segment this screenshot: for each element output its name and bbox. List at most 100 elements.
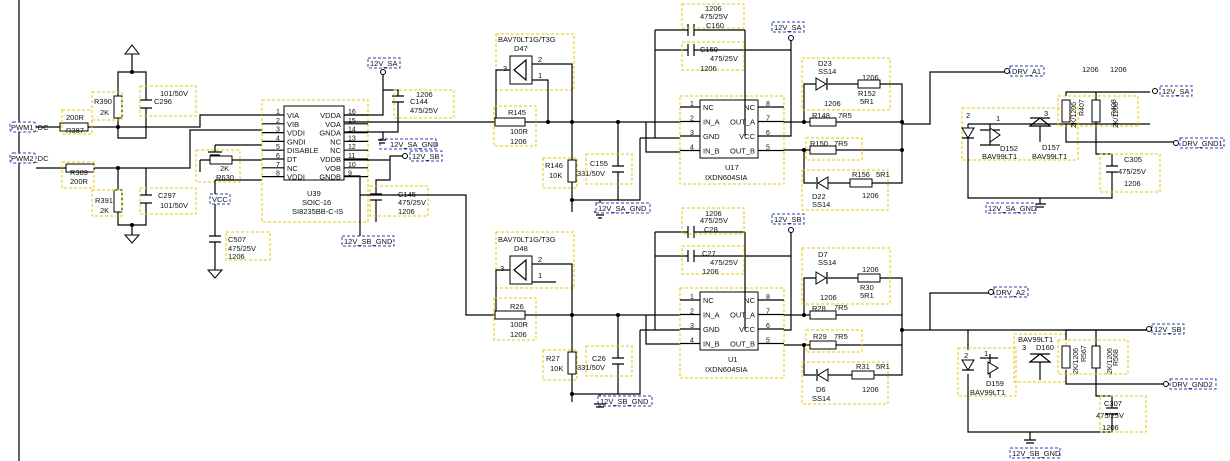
pin-name: VIA (287, 111, 299, 120)
resistor-r148 (809, 117, 837, 127)
svg-text:475/25V: 475/25V (710, 258, 738, 267)
resistor-r567 (1061, 345, 1071, 369)
pin-number: 10 (348, 162, 356, 169)
svg-text:D160: D160 (1036, 343, 1054, 352)
svg-text:R407: R407 (1079, 99, 1086, 116)
svg-text:5R1: 5R1 (876, 362, 890, 371)
svg-text:R630: R630 (216, 173, 234, 182)
svg-text:475/25V: 475/25V (1096, 411, 1124, 420)
svg-text:1: 1 (984, 349, 988, 358)
input-network-pwm2: PWM2_DC R389 200R R391 2K C297 101/50V (9, 129, 278, 244)
net-label-drv-gnd2: DRV_GND2 (1172, 380, 1213, 389)
svg-text:1: 1 (538, 71, 542, 80)
pin-name: GNDA (319, 129, 341, 138)
svg-text:BAV99LT1: BAV99LT1 (1032, 152, 1067, 161)
pin-name: GNDB (319, 173, 341, 182)
pin-name: IN_B (703, 340, 720, 349)
pin-number: 7 (766, 116, 770, 123)
pin-number: 3 (690, 130, 694, 137)
svg-text:D23: D23 (818, 59, 832, 68)
resistor-r630 (209, 155, 233, 165)
capacitor-c297 (140, 194, 152, 204)
svg-text:2: 2 (966, 111, 970, 120)
capacitor-c144 (344, 74, 404, 140)
svg-text:1206: 1206 (398, 207, 415, 216)
resistor-r391 (113, 189, 123, 213)
input-network-pwm1: PWM1_DC 200R R387 R390 2K 101/50V C296 (9, 44, 278, 139)
pin-name: IN_B (703, 147, 720, 156)
disable-network: 2K R630 (195, 144, 278, 183)
svg-text:7R5: 7R5 (838, 111, 852, 120)
svg-text:7R5: 7R5 (834, 303, 848, 312)
pin-name: GND (703, 132, 720, 141)
capacitor-c507 (209, 179, 278, 270)
svg-text:1: 1 (538, 271, 542, 280)
resistor-r145 (494, 117, 526, 127)
svg-text:R408: R408 (1111, 99, 1118, 116)
svg-text:BAV70LT1G/T3G: BAV70LT1G/T3G (498, 35, 556, 44)
svg-text:R148: R148 (812, 111, 830, 120)
pin-number: 14 (348, 127, 356, 134)
svg-text:1206: 1206 (228, 252, 245, 261)
channel-a: BAV70LT1G/T3G D47 3 2 1 R145 100R 1206 R… (493, 3, 1150, 219)
svg-text:1206: 1206 (416, 90, 433, 99)
net-label-12v-sa-right: 12V_SA (1162, 87, 1190, 96)
svg-text:D48: D48 (514, 244, 528, 253)
pin-name: NC (330, 146, 341, 155)
svg-text:2K: 2K (220, 164, 229, 173)
svg-text:SS14: SS14 (818, 258, 836, 267)
pin-number: 3 (276, 127, 280, 134)
power-arrow-up-1 (123, 44, 141, 55)
u39-supply-a: 12V_SA 1206 C144 475/25V 12V_SA_GND (344, 57, 455, 150)
svg-text:2: 2 (964, 351, 968, 360)
net-label-pwm2: PWM2_DC (11, 154, 49, 163)
ground-symbol-u1 (594, 403, 606, 408)
svg-text:1206: 1206 (510, 137, 527, 146)
svg-text:1206: 1206 (702, 267, 719, 276)
svg-text:R568: R568 (1113, 349, 1120, 366)
svg-text:7R5: 7R5 (834, 332, 848, 341)
net-label-drv-a1: DRV_A1 (1012, 67, 1041, 76)
svg-text:R28: R28 (812, 304, 826, 313)
svg-text:SS14: SS14 (818, 67, 836, 76)
svg-text:R389: R389 (70, 168, 88, 177)
pin-number: 2 (690, 116, 694, 123)
capacitor-c145 (344, 155, 402, 236)
svg-text:101/50V: 101/50V (160, 89, 188, 98)
pin-number: 16 (348, 109, 356, 116)
pin-number: 8 (766, 101, 770, 108)
svg-text:R30: R30 (860, 283, 874, 292)
svg-text:2K: 2K (100, 108, 109, 117)
diode-d152 (961, 127, 975, 139)
u1-ref: U1 (728, 355, 738, 364)
wire-vob (360, 194, 680, 316)
diode-d157 (1028, 117, 1052, 142)
pin-name: NC (330, 137, 341, 146)
pin-name: NC (287, 164, 298, 173)
pin-name: VOB (325, 164, 341, 173)
svg-text:D157: D157 (1042, 143, 1060, 152)
pin-number: 4 (690, 338, 694, 345)
net-label-12v-sa-gnd-u39: 12V_SA_GND (390, 140, 439, 149)
svg-text:BAV99LT1: BAV99LT1 (970, 388, 1005, 397)
svg-text:475/25V: 475/25V (1118, 167, 1146, 176)
svg-text:1206: 1206 (862, 265, 879, 274)
pin-name: OUT_A (730, 118, 755, 127)
pin-name: VCC (739, 132, 755, 141)
pin-name: VOA (325, 120, 341, 129)
svg-text:5R1: 5R1 (876, 170, 890, 179)
net-label-12v-sb-u39: 12V_SB (412, 152, 440, 161)
pin-name: IN_A (703, 311, 720, 320)
svg-text:475/25V: 475/25V (700, 216, 728, 225)
capacitor-c296 (140, 99, 152, 109)
svg-text:SS14: SS14 (812, 200, 830, 209)
pin-name: IN_A (703, 118, 720, 127)
svg-text:3: 3 (503, 64, 507, 73)
svg-text:C155: C155 (590, 159, 608, 168)
pin-number: 9 (348, 171, 352, 178)
pin-number: 6 (276, 153, 280, 160)
svg-text:200R: 200R (70, 177, 89, 186)
svg-text:C28: C28 (704, 225, 718, 234)
svg-text:D7: D7 (818, 250, 828, 259)
